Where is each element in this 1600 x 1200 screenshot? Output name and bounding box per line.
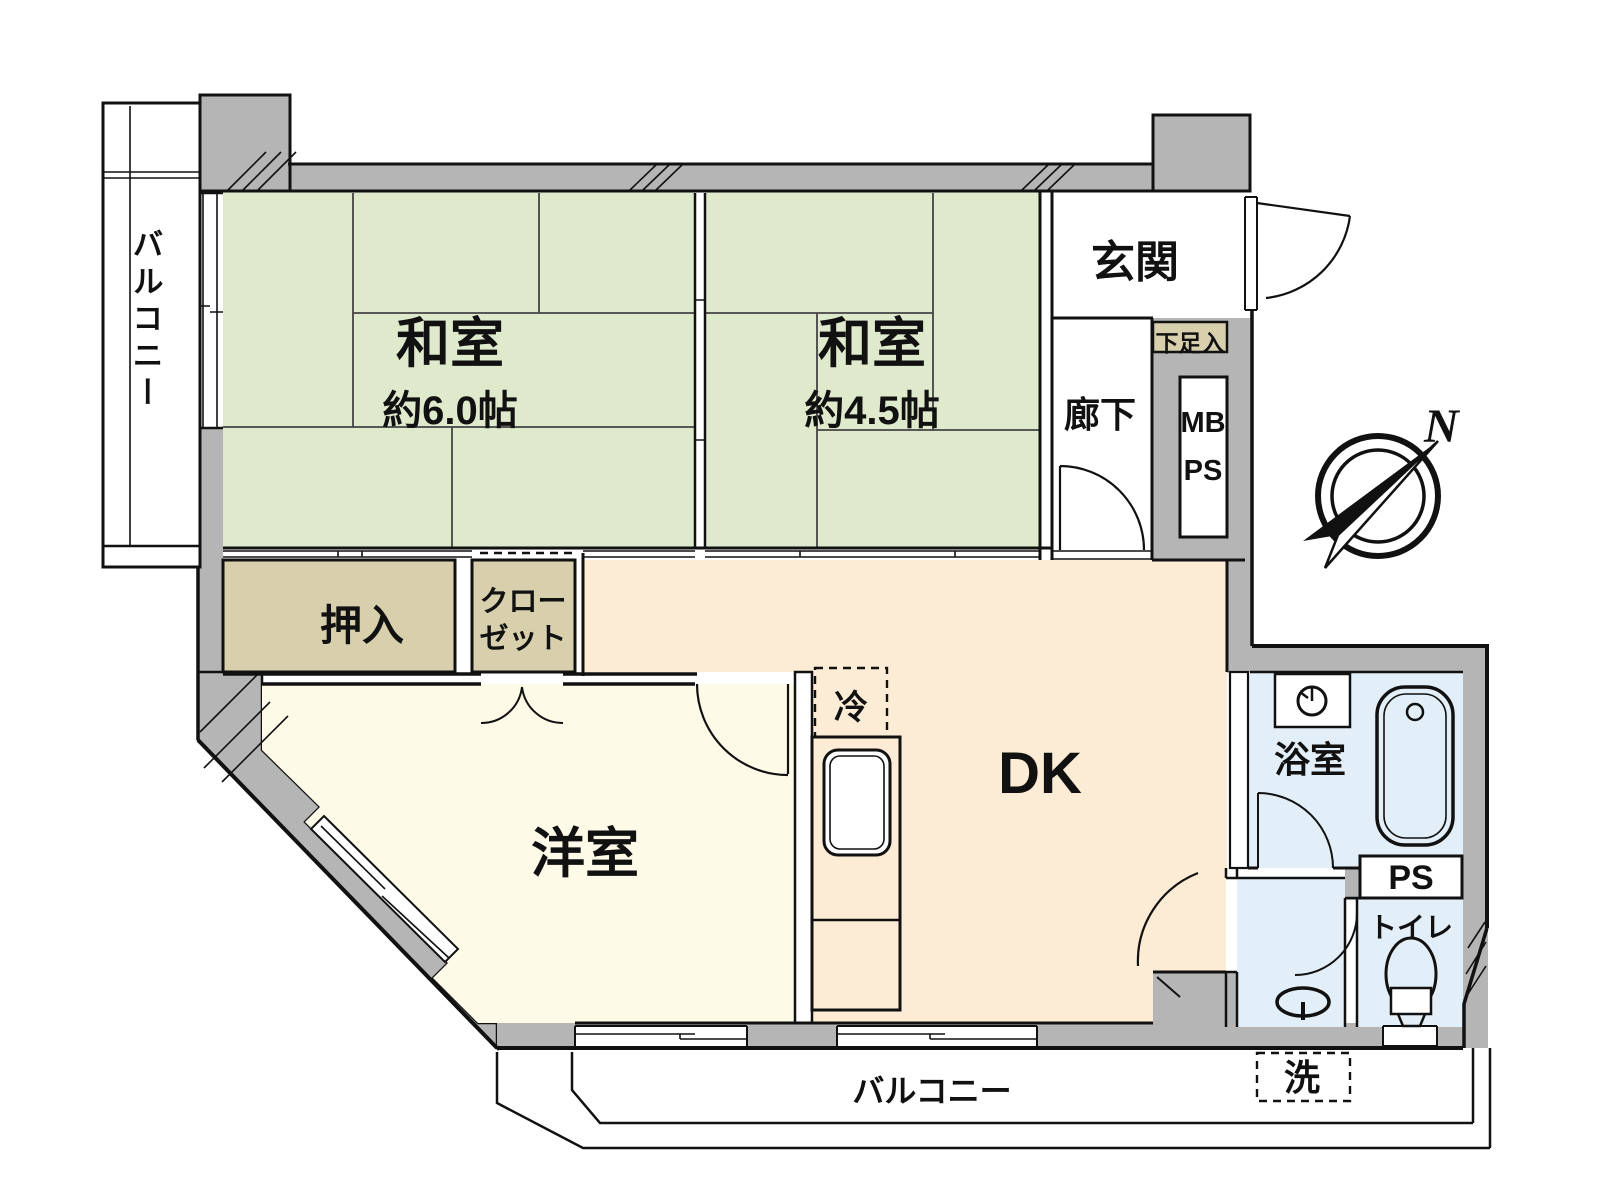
wall-masses [196,93,1488,1052]
compass-needle-dark [1303,441,1438,541]
hallway-door-arc [1058,464,1146,551]
wall-right-lower [1463,646,1488,1048]
label-entrance: 玄関 [1091,238,1179,287]
label-washitsu-6-size: 約6.0帖 [382,389,518,433]
wall-bath-top-band [1250,646,1487,672]
room-closet [470,558,577,674]
room-floors [221,191,1464,1027]
room-western-floor [262,684,795,1023]
entrance-door-arc [1256,201,1352,300]
shoe-cabinet-box [1151,320,1229,354]
label-washitsu-45-size: 約4.5帖 [804,389,940,433]
label-hallway: 廊下 [1064,394,1136,435]
kitchen-sink-icon [822,748,892,857]
wall-right-upper [1227,313,1252,673]
room-washitsu-6-floor [223,191,695,548]
label-closet-line1: クロー [479,585,566,618]
wall-top-band [205,164,1250,191]
window-bottom-dk [837,1026,1037,1047]
window-toilet [1383,1026,1437,1046]
refrigerator-box [813,666,889,739]
room-dk-floor [583,560,1227,1023]
label-oshiire: 押入 [320,602,404,649]
doors [480,201,1358,976]
bathtub-icon [1375,685,1455,847]
western-room-door-arc [695,683,790,777]
compass-icon [1303,433,1441,569]
wall-kitchen [793,670,814,1025]
label-washitsu-6: 和室 [396,314,504,374]
room-washitsu-45-floor [705,191,1040,548]
wall-pillar-entrance [1151,113,1252,193]
pipe-space-box [1358,854,1464,900]
label-toilet: トイレ [1369,912,1453,943]
room-oshiire [221,558,457,674]
balconies [101,101,1492,1150]
room-entrance-floor [1052,191,1250,318]
compass-needle-light [1323,440,1439,569]
balcony-bottom-rails [495,1052,1490,1150]
label-compass-north: N [1423,400,1461,453]
wall-lines [196,162,1489,1050]
washer-box [1255,1051,1352,1103]
label-balcony-bottom: バルコニー [852,1073,1011,1109]
washroom-entry-door-arc [1136,871,1199,967]
wall-bathroom-left [1228,670,1250,870]
tatami-lines [223,193,1040,548]
label-pipe-space: PS [1388,859,1433,897]
label-shoe-cabinet: 下足入 [1156,330,1225,356]
bathroom-door-arc [1257,792,1334,869]
labels: 和室 約6.0帖 和室 約4.5帖 洋室 DK 玄関 廊下 下足入 MB PS … [128,228,1462,1109]
label-closet-line2: ゼット [479,622,566,655]
room-washroom-floor [1237,878,1345,1027]
meter-box [1178,375,1229,539]
label-balcony-left: バルコニー [128,228,163,413]
label-mb: MB [1180,407,1225,439]
fixtures [810,666,1455,1103]
label-washitsu-45: 和室 [818,314,926,374]
window-bottom-west [575,1026,747,1047]
window-west [198,193,223,428]
label-western-room: 洋室 [531,824,639,884]
label-bathroom: 浴室 [1274,739,1346,780]
room-hallway-floor [1052,318,1152,560]
windows [198,191,1438,1048]
washroom-inner-door-arc [1294,912,1358,976]
wall-pillar-topleft [198,93,292,193]
balcony-left [101,101,202,569]
wall-hatches [199,151,1487,1001]
label-washer: 洗 [1284,1057,1320,1098]
closet-double-door-arcs [480,686,564,725]
label-refrigerator: 冷 [834,689,868,727]
label-dk: DK [998,741,1082,806]
label-ps-upper: PS [1184,455,1223,487]
